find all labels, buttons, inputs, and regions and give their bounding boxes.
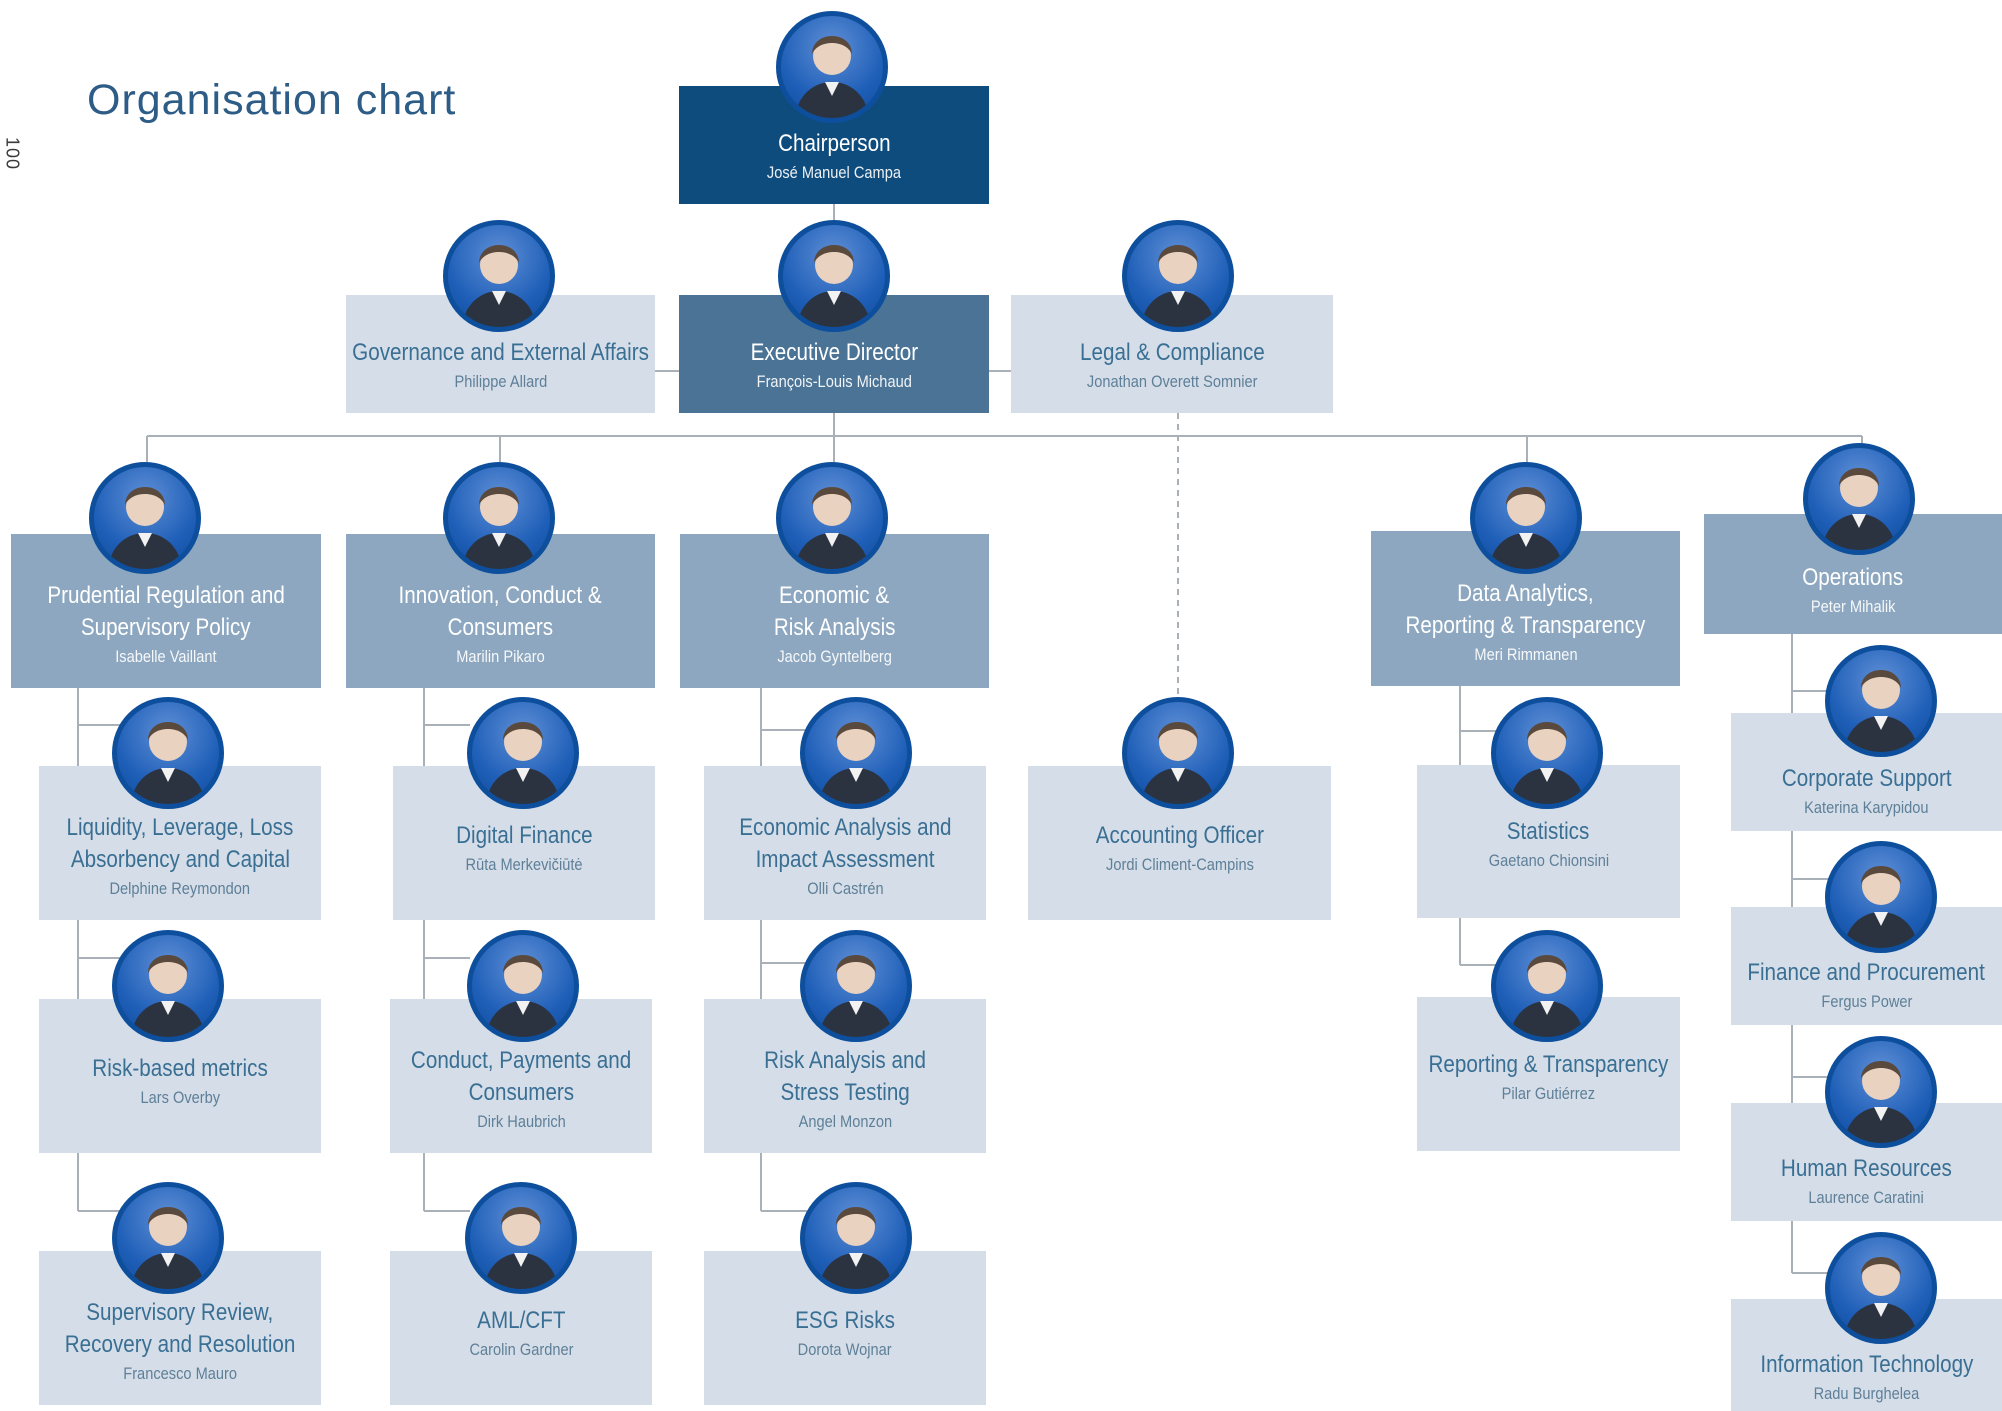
department-operations-name: Peter Mihalik xyxy=(1810,597,1896,616)
department-prudential-name: Isabelle Vaillant xyxy=(115,647,217,666)
unit-corporate-support-title: Corporate Support xyxy=(1781,765,1952,792)
unit-digital-finance-photo xyxy=(467,697,579,809)
department-economic-name: Jacob Gyntelberg xyxy=(777,647,892,666)
unit-supervisory-review-name: Francesco Mauro xyxy=(123,1364,237,1383)
unit-conduct-payments-name: Dirk Haubrich xyxy=(476,1112,566,1131)
accounting-officer-name: Jordi Climent-Campins xyxy=(1105,855,1254,874)
department-prudential-title-1: Prudential Regulation and xyxy=(47,582,285,609)
unit-liquidity-name: Delphine Reymondon xyxy=(109,879,251,898)
unit-conduct-payments-title-1: Conduct, Payments and xyxy=(410,1047,632,1074)
department-economic-title-2: Risk Analysis xyxy=(773,614,896,641)
executive-director-title: Executive Director xyxy=(750,339,918,366)
unit-reporting-transparency-title: Reporting & Transparency xyxy=(1428,1051,1669,1078)
unit-information-technology-title: Information Technology xyxy=(1759,1351,1974,1378)
unit-economic-analysis-photo xyxy=(800,697,912,809)
unit-information-technology-photo xyxy=(1825,1232,1937,1344)
executive-director-name: François-Louis Michaud xyxy=(756,372,912,391)
unit-human-resources-name: Laurence Caratini xyxy=(1808,1188,1925,1207)
unit-aml-cft-title: AML/CFT xyxy=(476,1307,566,1334)
unit-statistics-title: Statistics xyxy=(1507,818,1590,845)
governance-title: Governance and External Affairs xyxy=(352,339,649,366)
legal-compliance-name: Jonathan Overett Somnier xyxy=(1086,372,1258,391)
accounting-officer-title: Accounting Officer xyxy=(1095,822,1264,849)
unit-liquidity-box: Liquidity, Leverage, Loss Absorbency and… xyxy=(39,766,321,920)
department-innovation-title-1: Innovation, Conduct & xyxy=(398,582,603,609)
unit-esg-risks-photo xyxy=(800,1182,912,1294)
unit-finance-procurement-photo xyxy=(1825,841,1937,953)
unit-risk-analysis-photo xyxy=(800,930,912,1042)
unit-risk-metrics-photo xyxy=(112,930,224,1042)
department-innovation-title-2: Consumers xyxy=(447,614,554,641)
department-data-title-1: Data Analytics, xyxy=(1457,580,1594,607)
unit-esg-risks-title: ESG Risks xyxy=(795,1307,895,1334)
unit-reporting-transparency-name: Pilar Gutiérrez xyxy=(1501,1084,1596,1103)
unit-human-resources-photo xyxy=(1825,1036,1937,1148)
unit-conduct-payments-box: Conduct, Payments and Consumers Dirk Hau… xyxy=(390,999,652,1153)
department-innovation-name: Marilin Pikaro xyxy=(456,647,545,666)
chairperson-title: Chairperson xyxy=(777,130,891,157)
unit-risk-analysis-title-1: Risk Analysis and xyxy=(764,1047,926,1074)
governance-photo xyxy=(443,220,555,332)
accounting-officer-photo xyxy=(1122,697,1234,809)
department-innovation-photo xyxy=(443,462,555,574)
department-operations-title: Operations xyxy=(1802,564,1904,591)
unit-digital-finance-name: Rūta Merkevičiūtė xyxy=(465,855,583,874)
chairperson-photo xyxy=(776,11,888,123)
unit-liquidity-title-1: Liquidity, Leverage, Loss xyxy=(66,814,294,841)
unit-finance-procurement-title: Finance and Procurement xyxy=(1747,959,1986,986)
executive-director-photo xyxy=(778,220,890,332)
unit-risk-analysis-title-2: Stress Testing xyxy=(780,1079,910,1106)
unit-risk-analysis-name: Angel Monzon xyxy=(798,1112,892,1131)
unit-conduct-payments-title-2: Consumers xyxy=(468,1079,574,1106)
department-data-name: Meri Rimmanen xyxy=(1473,645,1578,664)
unit-information-technology-name: Radu Burghelea xyxy=(1813,1384,1920,1403)
department-prudential-title-2: Supervisory Policy xyxy=(81,614,251,641)
department-prudential-photo xyxy=(89,462,201,574)
department-economic-box: Economic & Risk Analysis Jacob Gyntelber… xyxy=(680,534,989,688)
unit-esg-risks-name: Dorota Wojnar xyxy=(797,1340,892,1359)
department-operations-photo xyxy=(1803,443,1915,555)
unit-economic-analysis-title-1: Economic Analysis and xyxy=(738,814,952,841)
chairperson-name: José Manuel Campa xyxy=(766,163,902,182)
unit-aml-cft-name: Carolin Gardner xyxy=(468,1340,574,1359)
unit-finance-procurement-box: Finance and Procurement Fergus Power xyxy=(1731,907,2002,1025)
unit-risk-metrics-name: Lars Overby xyxy=(140,1088,220,1107)
page-title: Organisation chart xyxy=(87,76,457,124)
unit-reporting-transparency-photo xyxy=(1491,930,1603,1042)
department-data-photo xyxy=(1470,462,1582,574)
unit-supervisory-review-title-1: Supervisory Review, xyxy=(86,1299,274,1326)
governance-name: Philippe Allard xyxy=(454,372,547,391)
unit-statistics-photo xyxy=(1491,697,1603,809)
unit-corporate-support-name: Katerina Karypidou xyxy=(1804,798,1929,817)
legal-compliance-photo xyxy=(1122,220,1234,332)
unit-economic-analysis-title-2: Impact Assessment xyxy=(755,846,935,873)
unit-supervisory-review-photo xyxy=(112,1182,224,1294)
unit-liquidity-title-2: Absorbency and Capital xyxy=(70,846,290,873)
legal-compliance-title: Legal & Compliance xyxy=(1079,339,1265,366)
unit-supervisory-review-title-2: Recovery and Resolution xyxy=(64,1331,296,1358)
unit-statistics-name: Gaetano Chionsini xyxy=(1488,851,1609,870)
department-data-title-2: Reporting & Transparency xyxy=(1405,612,1646,639)
page-number: 100 xyxy=(2,136,23,171)
unit-digital-finance-title: Digital Finance xyxy=(455,822,593,849)
unit-human-resources-title: Human Resources xyxy=(1781,1155,1952,1182)
unit-corporate-support-photo xyxy=(1825,645,1937,757)
unit-conduct-payments-photo xyxy=(467,930,579,1042)
unit-economic-analysis-name: Olli Castrén xyxy=(806,879,884,898)
unit-risk-metrics-title: Risk-based metrics xyxy=(92,1055,268,1082)
department-economic-title-1: Economic & xyxy=(779,582,890,609)
unit-finance-procurement-name: Fergus Power xyxy=(1820,992,1912,1011)
unit-liquidity-photo xyxy=(112,697,224,809)
unit-aml-cft-photo xyxy=(465,1182,577,1294)
department-economic-photo xyxy=(776,462,888,574)
